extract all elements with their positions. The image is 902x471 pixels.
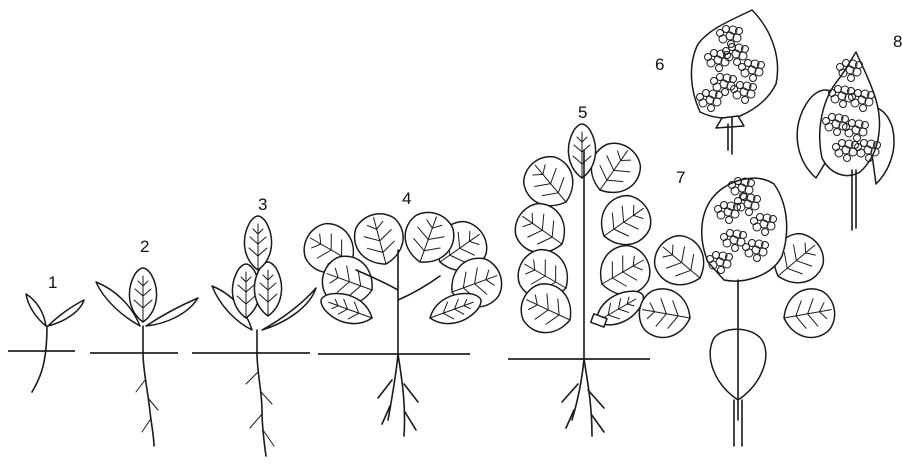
stage-label-2: 2 xyxy=(140,237,149,256)
stage-label-5: 5 xyxy=(578,103,587,122)
plant-stage-4 xyxy=(296,206,509,436)
stage-label-1: 1 xyxy=(48,273,57,292)
plant-stage-7 xyxy=(636,178,839,447)
plant-stage-6 xyxy=(691,10,777,154)
stage-label-8: 8 xyxy=(893,32,902,51)
plant-stage-5 xyxy=(506,124,659,436)
plant-stage-2 xyxy=(96,268,198,446)
stage-label-3: 3 xyxy=(258,195,267,214)
stage-label-7: 7 xyxy=(676,168,685,187)
stage-label-4: 4 xyxy=(402,189,411,208)
plant-stage-1 xyxy=(26,294,84,392)
stage-label-6: 6 xyxy=(655,55,664,74)
plant-stage-8 xyxy=(797,52,894,230)
plant-stage-3 xyxy=(212,216,316,456)
